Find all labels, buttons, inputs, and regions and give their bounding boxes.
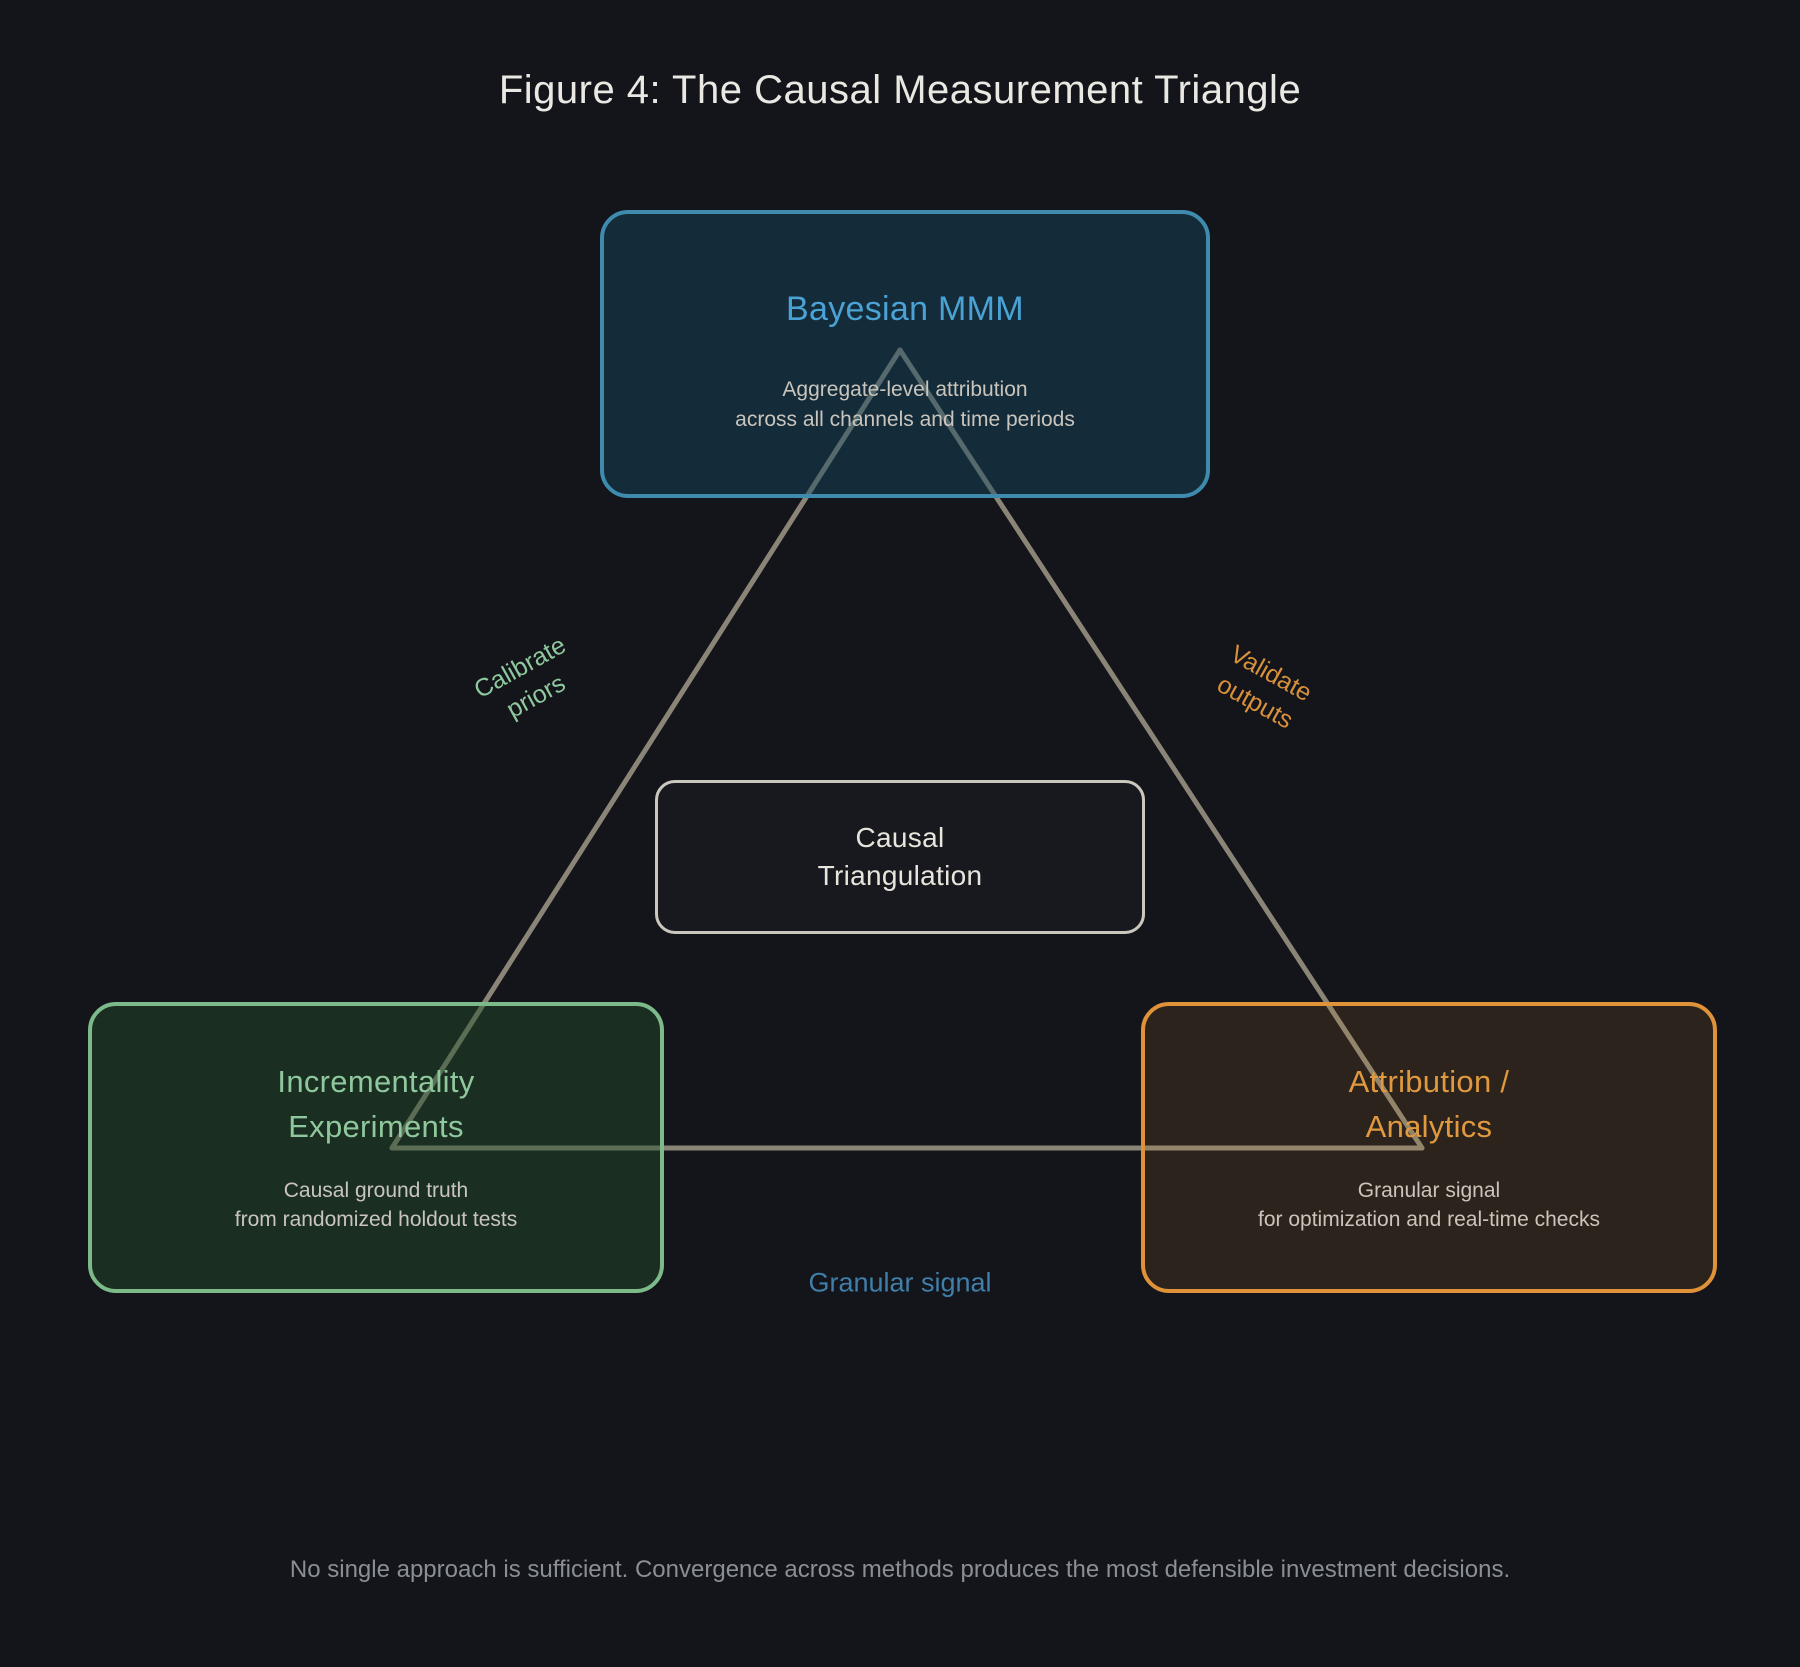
title-line: Attribution / <box>1348 1063 1510 1099</box>
description-line: Granular signal <box>1357 1178 1501 1202</box>
node-attribution-analytics-description: Granular signal for optimization and rea… <box>1258 1176 1600 1236</box>
node-incrementality-experiments-description: Causal ground truth from randomized hold… <box>235 1176 517 1236</box>
edge-label-granular-signal: Granular signal <box>808 1267 992 1298</box>
figure-footer-note: No single approach is sufficient. Conver… <box>289 1556 1511 1583</box>
description-line: for optimization and real-time checks <box>1258 1208 1600 1232</box>
triangle-edge-left <box>389 347 903 1151</box>
node-incrementality-experiments: Incrementality Experiments Causal ground… <box>88 1002 664 1293</box>
figure-title: Figure 4: The Causal Measurement Triangl… <box>498 68 1302 112</box>
node-causal-triangulation-title: Causal Triangulation <box>818 819 983 895</box>
description-line: from randomized holdout tests <box>234 1208 518 1232</box>
description-line: Aggregate-level attribution <box>782 377 1028 401</box>
title-line: Incrementality <box>277 1063 475 1099</box>
description-line: Causal ground truth <box>283 1178 469 1202</box>
node-attribution-analytics: Attribution / Analytics Granular signal … <box>1141 1002 1717 1293</box>
node-incrementality-experiments-title: Incrementality Experiments <box>277 1060 474 1150</box>
node-bayesian-mmm: Bayesian MMM Aggregate-level attribution… <box>600 210 1210 498</box>
title-line: Experiments <box>288 1108 464 1144</box>
node-bayesian-mmm-description: Aggregate-level attribution across all c… <box>735 375 1075 435</box>
node-causal-triangulation: Causal Triangulation <box>655 780 1145 934</box>
title-line: Triangulation <box>817 860 983 891</box>
node-bayesian-mmm-title: Bayesian MMM <box>786 289 1024 328</box>
triangle-edge-right <box>897 347 1425 1151</box>
description-line: across all channels and time periods <box>735 407 1075 431</box>
node-attribution-analytics-title: Attribution / Analytics <box>1349 1060 1510 1150</box>
title-line: Analytics <box>1365 1108 1493 1144</box>
title-line: Causal <box>855 822 945 854</box>
